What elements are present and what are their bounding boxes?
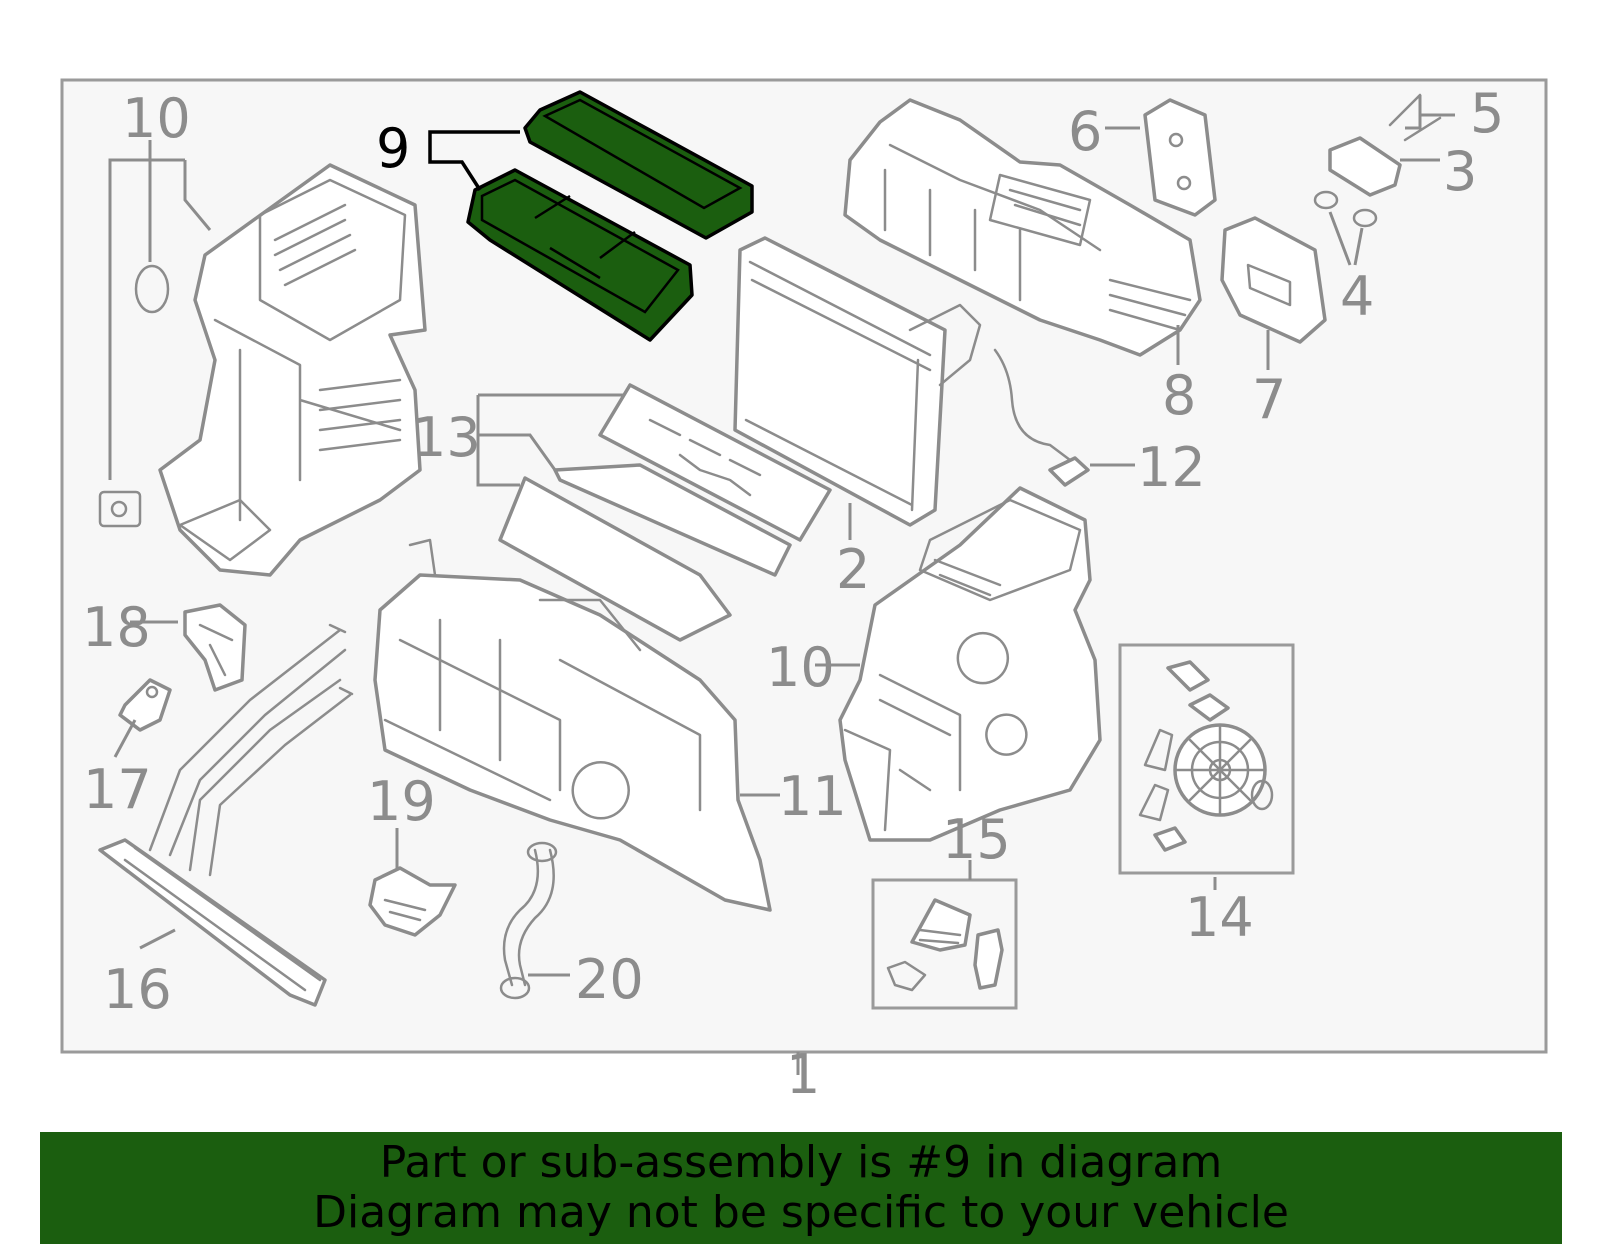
- callout-14: 14: [1185, 886, 1254, 949]
- callout-18: 18: [82, 596, 151, 659]
- callout-10-right: 10: [766, 636, 835, 699]
- part-2-evaporator: [733, 236, 982, 527]
- callout-17: 17: [83, 758, 152, 821]
- part-11-lower-case: [373, 538, 772, 912]
- callout-3: 3: [1443, 140, 1477, 203]
- part-17-clip: [118, 678, 172, 732]
- callout-2: 2: [836, 538, 870, 601]
- part-7: [1220, 216, 1327, 344]
- banner-line-1: Part or sub-assembly is #9 in diagram: [379, 1137, 1223, 1188]
- part-13-doors: [498, 383, 832, 642]
- info-banner: Part or sub-assembly is #9 in diagram Di…: [40, 1132, 1562, 1244]
- callout-4: 4: [1340, 265, 1374, 328]
- callout-15: 15: [942, 808, 1011, 871]
- leader-lines: [108, 95, 1455, 1075]
- callout-19: 19: [367, 770, 436, 833]
- banner-line-2: Diagram may not be specific to your vehi…: [313, 1187, 1289, 1238]
- callout-1: 1: [786, 1043, 820, 1106]
- callout-20: 20: [575, 948, 644, 1011]
- part-14-blower-motor: [1118, 643, 1295, 875]
- callout-9: 9: [376, 117, 410, 180]
- part-19-actuator: [368, 866, 457, 937]
- callout-labels: 1 2 3 4 5 6 7 8 9 10 10 11 12 13 14 15 1…: [82, 82, 1504, 1106]
- part-20-drain-hose: [499, 841, 558, 1000]
- callout-11: 11: [778, 765, 847, 828]
- part-3-5-sensors: [1313, 93, 1442, 228]
- callout-12: 12: [1137, 436, 1206, 499]
- part-10-left-housing: [98, 163, 427, 577]
- callout-8: 8: [1162, 364, 1196, 427]
- part-8-upper-case: [843, 98, 1202, 357]
- callout-13: 13: [412, 406, 481, 469]
- part-12-wire-sensor: [993, 348, 1090, 487]
- callout-6: 6: [1068, 100, 1102, 163]
- part-16-heater-core: [98, 623, 354, 1007]
- part-6: [1143, 98, 1217, 217]
- callout-16: 16: [103, 958, 172, 1021]
- callout-10-top: 10: [122, 87, 191, 150]
- part-10-right-unit: [838, 486, 1102, 842]
- part-9-cabin-filter: [466, 90, 754, 342]
- part-15-actuator-kit: [871, 878, 1018, 1010]
- callout-7: 7: [1252, 368, 1286, 431]
- callout-5: 5: [1470, 82, 1504, 145]
- part-18-clip: [183, 603, 247, 692]
